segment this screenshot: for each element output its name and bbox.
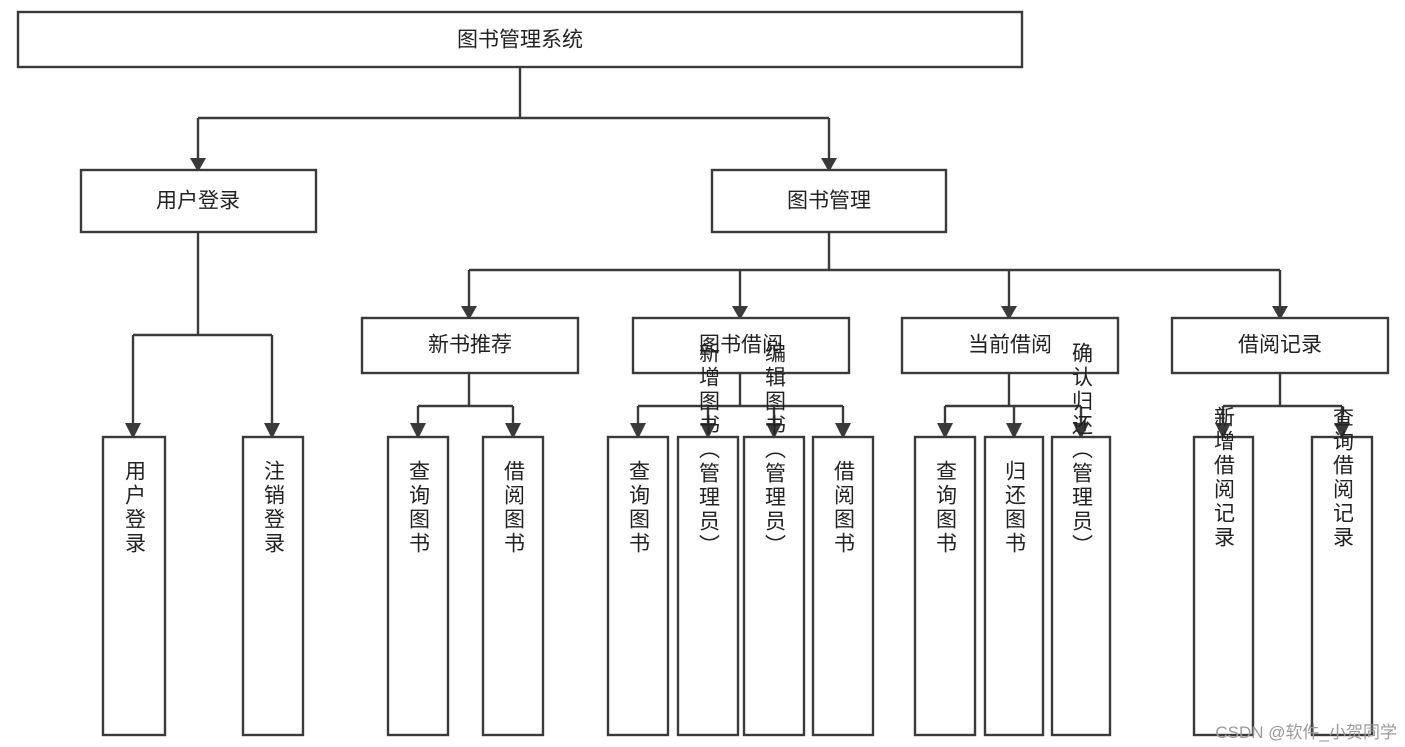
leaf-node-edit-book-label: 编辑图书（管理员） bbox=[763, 342, 787, 558]
leaf-node-add-borrow-record-label: 新增借阅记录 bbox=[1212, 406, 1236, 550]
arrow-to-user-login bbox=[190, 158, 206, 172]
leaf-node-borrow-book-2-label: 借阅图书 bbox=[832, 460, 856, 556]
arrow-to-leaf-query-book-1 bbox=[410, 423, 426, 439]
node-new-book-recommend[interactable]: 新书推荐 bbox=[360, 316, 580, 375]
arrow-to-leaf-return-book bbox=[1006, 423, 1022, 439]
arrow-to-leaf-add-borrow-record bbox=[1215, 423, 1231, 439]
leaf-node-query-book-1-box bbox=[386, 435, 450, 737]
leaf-node-query-book-3-label: 查询图书 bbox=[934, 460, 958, 556]
node-book-management-box bbox=[710, 168, 948, 234]
node-book-borrow-label: 图书借阅 bbox=[699, 334, 783, 357]
leaf-node-query-book-1-label: 查询图书 bbox=[407, 460, 431, 556]
arrow-to-leaf-borrow-book-1 bbox=[505, 423, 521, 439]
connector-new-book-recommend-branch bbox=[416, 373, 515, 425]
leaf-node-borrow-book-1-label: 借阅图书 bbox=[502, 460, 526, 556]
arrow-to-leaf-edit-book bbox=[766, 423, 782, 439]
leaf-node-query-book-3-box bbox=[913, 435, 977, 737]
leaf-node-user-login-label: 用户登录 bbox=[123, 460, 147, 556]
leaf-node-logout-label: 注销登录 bbox=[262, 460, 286, 556]
node-root-box bbox=[16, 10, 1024, 69]
node-current-borrow-label: 当前借阅 bbox=[968, 334, 1052, 357]
leaf-node-confirm-return[interactable]: 确认归还（管理员） bbox=[1050, 342, 1112, 737]
leaf-node-borrow-book-2[interactable]: 借阅图书 bbox=[811, 435, 875, 737]
node-new-book-recommend-box bbox=[360, 316, 580, 375]
arrow-to-leaf-confirm-return bbox=[1073, 423, 1089, 439]
leaf-node-borrow-book-2-box bbox=[811, 435, 875, 737]
node-user-login-box bbox=[79, 168, 318, 234]
arrow-to-book-borrow bbox=[732, 306, 748, 320]
leaf-node-add-book-label: 新增图书（管理员） bbox=[697, 342, 721, 558]
leaf-node-borrow-book-1[interactable]: 借阅图书 bbox=[481, 435, 545, 737]
arrow-to-leaf-query-borrow-record bbox=[1334, 423, 1350, 439]
connector-book-management-branch bbox=[467, 232, 1282, 308]
connector-layer bbox=[125, 67, 1350, 439]
leaf-node-query-book-2[interactable]: 查询图书 bbox=[606, 435, 670, 737]
arrow-to-leaf-logout bbox=[264, 423, 280, 439]
connector-borrow-record-branch bbox=[1221, 373, 1344, 425]
leaf-node-edit-book-box bbox=[742, 435, 806, 737]
leaf-node-query-book-1[interactable]: 查询图书 bbox=[386, 435, 450, 737]
leaf-node-query-book-3[interactable]: 查询图书 bbox=[913, 435, 977, 737]
node-borrow-record-box bbox=[1170, 316, 1390, 375]
csdn-watermark: CSDN @软件_小贺同学 bbox=[1215, 723, 1397, 742]
node-root[interactable]: 图书管理系统 bbox=[16, 10, 1024, 69]
arrow-to-leaf-add-book bbox=[700, 423, 716, 439]
arrow-to-new-book-recommend bbox=[461, 306, 477, 320]
leaf-node-borrow-book-1-box bbox=[481, 435, 545, 737]
leaf-node-edit-book[interactable]: 编辑图书（管理员） bbox=[742, 342, 806, 737]
connector-current-borrow-branch bbox=[943, 373, 1083, 425]
leaf-node-query-borrow-record-label: 查询借阅记录 bbox=[1331, 406, 1355, 550]
node-current-borrow-box bbox=[900, 316, 1120, 375]
leaf-node-confirm-return-box bbox=[1050, 435, 1112, 737]
leaf-node-confirm-return-label: 确认归还（管理员） bbox=[1070, 342, 1094, 558]
node-new-book-recommend-label: 新书推荐 bbox=[428, 334, 512, 357]
leaf-node-add-book-box bbox=[676, 435, 740, 737]
leaf-node-query-borrow-record-box bbox=[1310, 435, 1374, 737]
arrow-to-borrow-record bbox=[1272, 306, 1288, 320]
leaf-node-logout-box bbox=[241, 435, 305, 737]
connector-book-borrow-branch bbox=[636, 373, 845, 425]
node-book-borrow[interactable]: 图书借阅 bbox=[631, 316, 851, 375]
leaf-node-return-book[interactable]: 归还图书 bbox=[983, 435, 1045, 737]
leaf-node-user-login-box bbox=[101, 435, 167, 737]
leaf-node-add-book[interactable]: 新增图书（管理员） bbox=[676, 342, 740, 737]
leaf-node-user-login[interactable]: 用户登录 bbox=[101, 435, 167, 737]
leaf-node-query-book-2-box bbox=[606, 435, 670, 737]
arrow-to-book-management bbox=[821, 158, 837, 172]
node-book-management-label: 图书管理 bbox=[787, 190, 871, 213]
node-book-borrow-box bbox=[631, 316, 851, 375]
node-root-label: 图书管理系统 bbox=[457, 29, 583, 52]
arrow-to-leaf-user-login bbox=[125, 423, 141, 439]
node-user-login[interactable]: 用户登录 bbox=[79, 168, 318, 234]
node-current-borrow[interactable]: 当前借阅 bbox=[900, 316, 1120, 375]
arrow-to-leaf-query-book-3 bbox=[937, 423, 953, 439]
arrow-to-current-borrow bbox=[1001, 306, 1017, 320]
node-user-login-label: 用户登录 bbox=[156, 190, 240, 213]
leaf-node-return-book-label: 归还图书 bbox=[1003, 460, 1027, 556]
node-book-management[interactable]: 图书管理 bbox=[710, 168, 948, 234]
arrow-to-leaf-borrow-book-2 bbox=[835, 423, 851, 439]
leaf-node-logout[interactable]: 注销登录 bbox=[241, 435, 305, 737]
leaf-node-query-borrow-record[interactable]: 查询借阅记录 bbox=[1310, 406, 1374, 737]
arrow-to-leaf-query-book-2 bbox=[630, 423, 646, 439]
leaf-node-add-borrow-record-box bbox=[1192, 435, 1255, 737]
leaf-node-query-book-2-label: 查询图书 bbox=[627, 460, 651, 556]
leaf-node-return-book-box bbox=[983, 435, 1045, 737]
connector-root-trunk bbox=[196, 67, 831, 160]
connector-user-login-branch bbox=[131, 232, 274, 425]
node-borrow-record-label: 借阅记录 bbox=[1238, 334, 1322, 357]
leaf-node-add-borrow-record[interactable]: 新增借阅记录 bbox=[1192, 406, 1255, 737]
node-borrow-record[interactable]: 借阅记录 bbox=[1170, 316, 1390, 375]
